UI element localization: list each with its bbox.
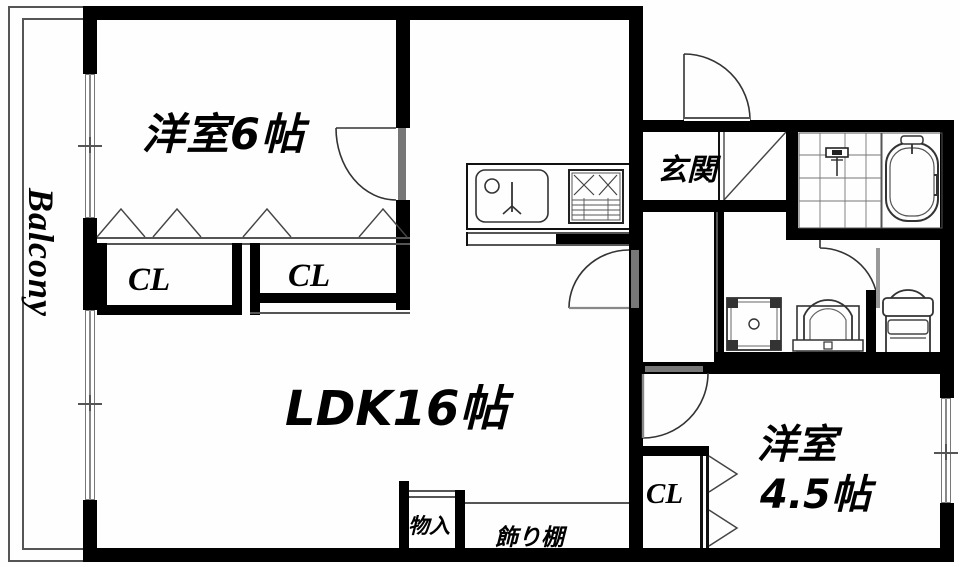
- exterior-wall-bottom: [83, 548, 954, 562]
- window-mark-bedroom-small-v: [945, 444, 947, 460]
- window-mark-ldk-v: [89, 395, 91, 411]
- kazaridana-line: [465, 502, 629, 504]
- door-leaf-bedroom-main: [398, 128, 406, 200]
- closet-left-wall-right: [232, 243, 242, 315]
- hall-wall-right-upper: [714, 200, 786, 212]
- window-mark-bedroom-main-v: [89, 137, 91, 153]
- entrance-step-line: [718, 132, 720, 200]
- cl-small-label: CL: [646, 478, 684, 510]
- cl-small-wall-top: [643, 446, 709, 456]
- closet-band-top-line: [97, 237, 410, 239]
- exterior-wall-top: [83, 6, 643, 20]
- exterior-wall-top-bath: [786, 120, 954, 132]
- exterior-wall-right-win-top: [940, 370, 954, 398]
- entrance-threshold-line: [684, 117, 750, 119]
- bath-door-jamb: [876, 248, 880, 308]
- bathroom-wall-bottom-right: [906, 228, 954, 240]
- exterior-wall-left-top: [83, 6, 97, 74]
- balcony-outer-edge-top: [8, 6, 83, 8]
- entrance-wall-top: [643, 120, 786, 132]
- washroom-wall-left: [714, 212, 724, 362]
- wall-ldk-right-lower: [629, 344, 643, 562]
- monoire-label: 物入: [408, 514, 450, 538]
- closet-right-label: CL: [288, 258, 331, 294]
- wall-bedroom-main-right-top: [396, 6, 410, 128]
- monoire-wall-right: [455, 490, 465, 548]
- cl-small-wall-right: [700, 456, 703, 548]
- hall-line-left: [716, 212, 718, 352]
- bathroom-wall-left: [786, 120, 798, 240]
- room-label-entrance: 玄関: [657, 153, 717, 188]
- kitchen-counter-front-line2: [466, 244, 629, 246]
- balcony-outer-edge: [8, 6, 10, 562]
- exterior-wall-right-upper: [940, 120, 954, 370]
- door-leaf-bedroom-small: [645, 366, 703, 372]
- balcony-inner-edge-top: [22, 18, 83, 20]
- entrance-door-threshold: [684, 118, 750, 121]
- kitchen-counter-outline-bottom: [466, 228, 629, 230]
- washroom-wall-bottom: [714, 352, 874, 362]
- balcony-inner-edge: [22, 18, 24, 550]
- balcony-outer-edge-bottom: [8, 560, 83, 562]
- room-label-ldk: LDK16帖: [285, 381, 508, 437]
- washroom-wall-bottom-right: [874, 352, 954, 362]
- room-label-bedroom-main: 洋室6帖: [142, 110, 305, 160]
- exterior-wall-left-bottom: [83, 500, 97, 562]
- cl-small-wall-right2: [706, 456, 709, 548]
- door-leaf-ldk: [631, 250, 639, 308]
- closet-right-wall-bottom: [250, 293, 410, 303]
- kitchen-base-cabinet: [556, 234, 629, 244]
- room-label-bedroom-small-line2: 4.5帖: [760, 472, 871, 518]
- bathroom-wall-bottom: [786, 228, 906, 240]
- balcony-inner-edge-bottom: [22, 548, 83, 550]
- closet-right-wall-left: [250, 243, 260, 315]
- kazaridana-label: 飾り棚: [495, 525, 564, 551]
- room-label-bedroom-small-line1: 洋室: [757, 422, 837, 468]
- monoire-shelf-line: [409, 490, 455, 492]
- exterior-wall-right-win-bottom: [940, 503, 954, 562]
- closet-left-wall-left: [97, 243, 107, 315]
- bedroom-small-wall-top: [643, 362, 954, 374]
- toilet-partition-wall: [866, 290, 876, 352]
- closet-left-wall-bottom: [97, 305, 242, 315]
- kitchen-counter-left-edge: [466, 232, 468, 246]
- kitchen-counter-outline-left: [466, 163, 468, 230]
- exterior-wall-left-mid: [83, 218, 97, 310]
- closet-left-label: CL: [128, 262, 171, 298]
- kitchen-counter-outline-top: [466, 163, 629, 165]
- monoire-wall-left: [399, 481, 409, 548]
- kitchen-counter-front-line: [466, 232, 629, 234]
- monoire-shelf-line2: [409, 496, 455, 498]
- closet-right-baseline: [250, 312, 410, 314]
